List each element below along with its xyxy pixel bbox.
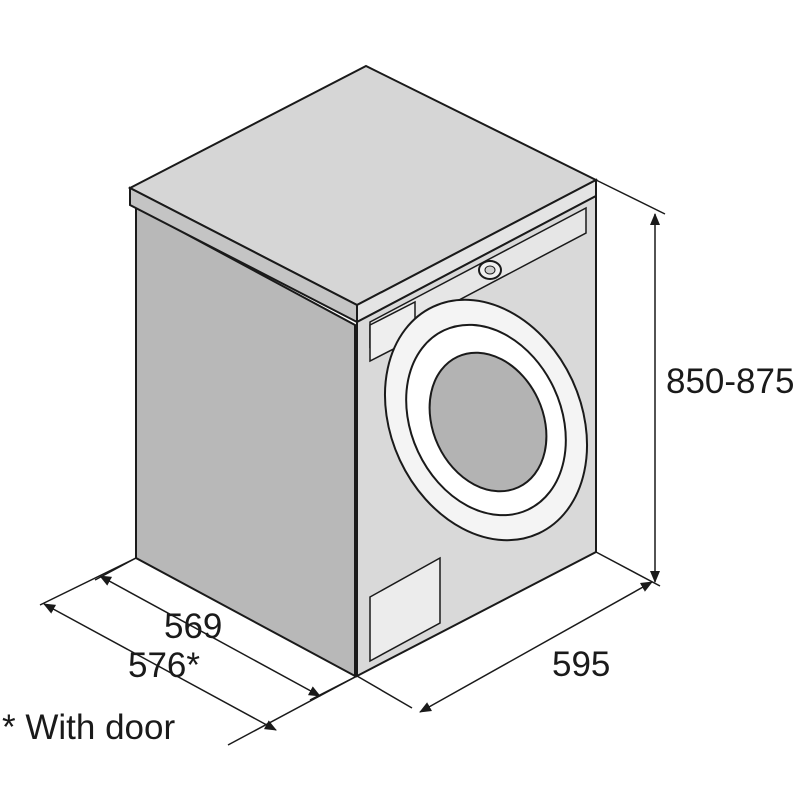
height-label: 850-875: [666, 362, 795, 401]
depth-with-door-dimension-arrow: [43, 603, 277, 731]
width-label: 595: [552, 645, 611, 684]
door-glass: [428, 351, 548, 493]
extension-lines: [39, 179, 666, 746]
width-dimension-arrow: [419, 581, 653, 713]
depth-with-door-label: 576*: [128, 646, 201, 685]
depth-label: 569: [164, 607, 223, 646]
footnote: * With door: [2, 708, 176, 747]
program-knob-center: [484, 265, 496, 275]
side-panel: [135, 205, 356, 678]
